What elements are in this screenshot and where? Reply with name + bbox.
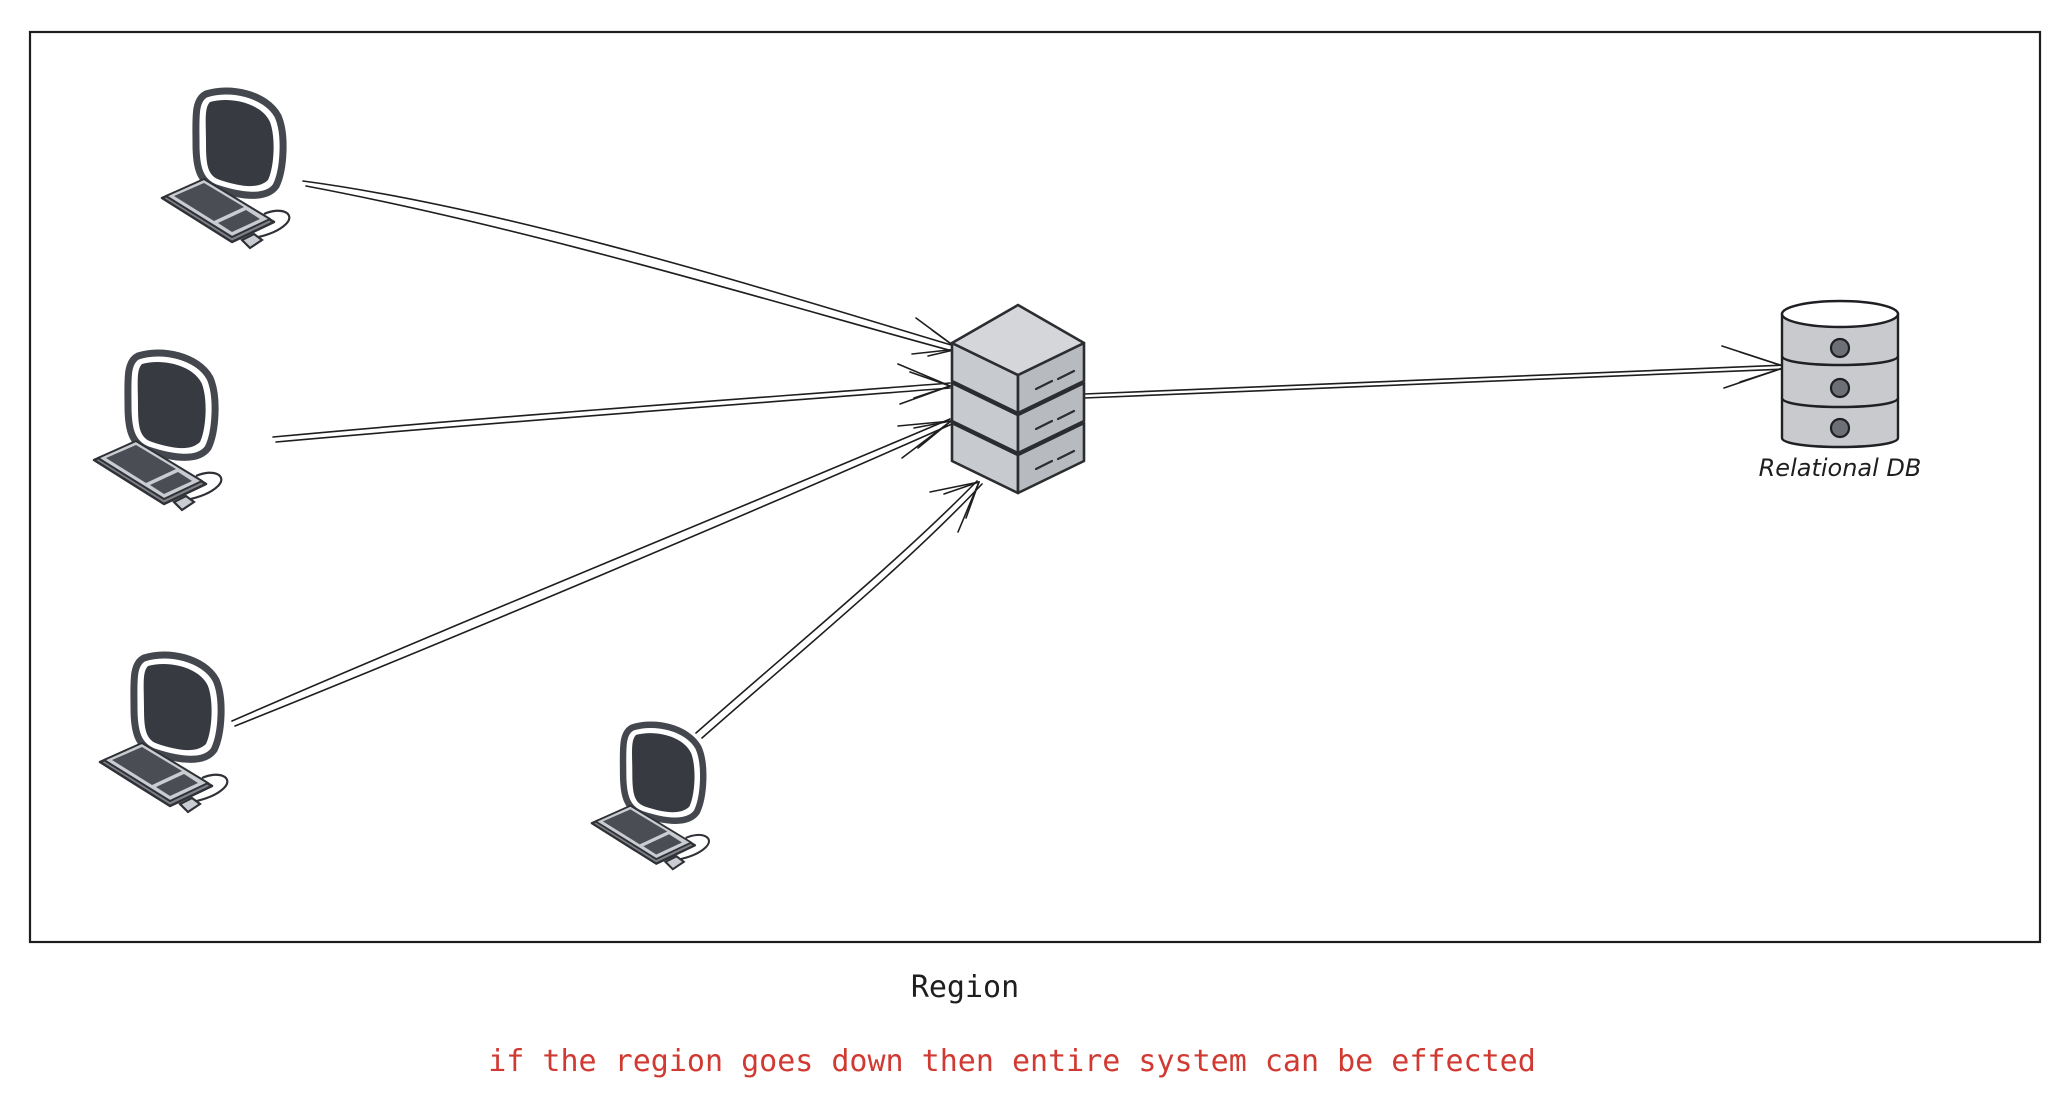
connection-arrow-server-to-db bbox=[1083, 345, 1787, 399]
region-boundary bbox=[28, 30, 2042, 944]
relational-database: Relational DB bbox=[1759, 299, 1922, 482]
client-computer-2 bbox=[94, 353, 221, 510]
server-stack bbox=[950, 303, 1086, 495]
region-label: Region bbox=[911, 970, 1019, 1005]
database-label: Relational DB bbox=[1759, 454, 1922, 482]
connection-arrow-client-3 bbox=[231, 418, 953, 727]
desktop-computer-icon bbox=[94, 353, 221, 510]
client-computer-1 bbox=[162, 91, 289, 248]
client-computer-4 bbox=[592, 725, 709, 869]
server-stack-icon bbox=[950, 303, 1086, 495]
warning-note: if the region goes down then entire syst… bbox=[488, 1044, 1536, 1079]
desktop-computer-icon bbox=[100, 655, 227, 812]
connection-arrow-client-2 bbox=[272, 363, 951, 443]
database-cylinder-icon bbox=[1780, 299, 1900, 449]
desktop-computer-icon bbox=[592, 725, 709, 869]
connection-arrow-client-1 bbox=[302, 180, 959, 357]
client-computer-3 bbox=[100, 655, 227, 812]
connection-arrow-client-4 bbox=[695, 480, 983, 739]
desktop-computer-icon bbox=[162, 91, 289, 248]
